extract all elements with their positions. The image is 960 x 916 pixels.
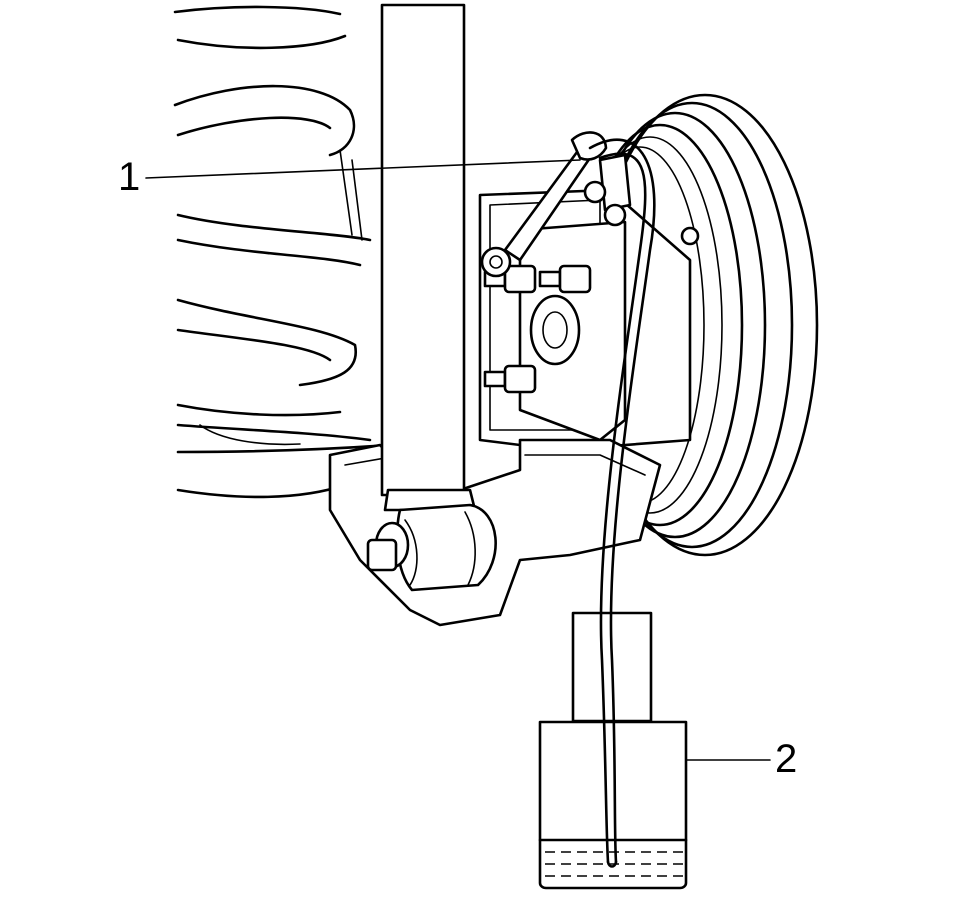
bolt [538, 264, 592, 294]
callout-1: 1 [118, 155, 581, 199]
shock-absorber [366, 3, 497, 592]
bleeder-wrench [480, 131, 608, 278]
bolt [483, 364, 537, 394]
axle-beam [176, 423, 392, 454]
callout-1-leader [145, 159, 581, 179]
coil-spring [173, 5, 372, 499]
bolt [583, 180, 700, 246]
backing-plate [478, 153, 692, 452]
mounting-bolts [483, 180, 700, 394]
callout-2: 2 [685, 737, 797, 781]
callout-2-label: 2 [775, 737, 797, 781]
bleed-container [538, 611, 688, 890]
callout-1-label: 1 [118, 155, 140, 199]
